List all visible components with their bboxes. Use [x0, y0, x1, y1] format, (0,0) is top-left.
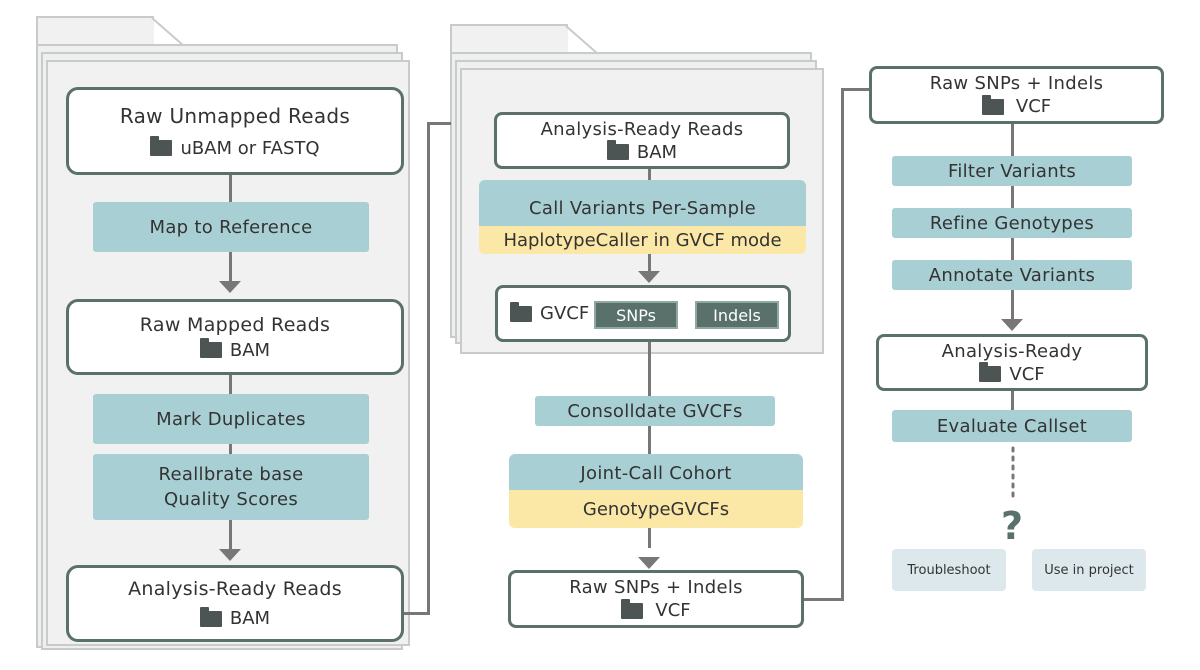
analysis-ready-reads-node: Analysis-Ready Reads BAM	[66, 565, 404, 642]
step-label: Filter Variants	[947, 160, 1077, 182]
troubleshoot-button[interactable]: Troubleshoot	[892, 549, 1006, 591]
arrow-down-icon	[638, 557, 660, 569]
question-mark-icon: ?	[1001, 504, 1024, 548]
connector-line	[1011, 186, 1014, 208]
map-to-reference-step: Map to Reference	[93, 202, 369, 252]
folder-icon	[621, 598, 644, 619]
node-title: Raw Unmapped Reads	[119, 103, 351, 128]
node-title: Analysis-Ready	[941, 340, 1083, 362]
node-format: BAM	[636, 141, 678, 163]
analysis-ready-reads-node: Analysis-Ready Reads BAM	[494, 112, 790, 169]
node-format: VCF	[1009, 363, 1045, 385]
step-label: Call Variants Per-Sample	[529, 197, 756, 219]
step-label: Refine Genotypes	[929, 212, 1095, 234]
connector-line	[648, 253, 651, 273]
connector-line	[229, 172, 232, 202]
refine-genotypes-step: Refine Genotypes	[892, 208, 1132, 238]
step-label: Consolldate GVCFs	[567, 400, 743, 422]
connector-line	[229, 520, 232, 550]
step-label: Joint-Call Cohort	[580, 462, 732, 484]
node-title: Analysis-Ready Reads	[540, 118, 744, 140]
node-title: Raw SNPs + Indels	[929, 73, 1104, 94]
node-title: Analysis-Ready Reads	[128, 578, 342, 600]
chip-label: Indels	[713, 305, 761, 325]
node-format: VCF	[1015, 96, 1052, 117]
filter-variants-step: Filter Variants	[892, 156, 1132, 186]
connector-line	[802, 598, 844, 601]
arrow-down-icon	[219, 281, 241, 293]
node-title: Raw Mapped Reads	[139, 313, 331, 336]
connector-line	[229, 372, 232, 394]
connector-line	[229, 444, 232, 454]
folder-tab	[36, 16, 154, 46]
connector-line	[427, 122, 451, 125]
haplotypecaller-tool: HaplotypeCaller in GVCF mode	[479, 226, 806, 254]
connector-line	[404, 612, 430, 615]
snps-chip: SNPs	[594, 301, 678, 329]
connector-line	[1011, 238, 1014, 260]
connector-line	[1011, 290, 1014, 320]
connector-line	[427, 122, 430, 615]
node-format: uBAM or FASTQ	[180, 137, 320, 159]
node-title: Raw SNPs + Indels	[569, 577, 743, 598]
call-variants-step: Call Variants Per-Sample	[479, 180, 806, 228]
raw-snps-indels-node: Raw SNPs + Indels VCF	[508, 570, 804, 628]
tool-label: HaplotypeCaller in GVCF mode	[503, 229, 782, 251]
step-label-line2: Quality Scores	[163, 489, 299, 510]
node-format: GVCF	[540, 303, 590, 324]
evaluate-callset-step: Evaluate Callset	[892, 410, 1132, 442]
use-in-project-button[interactable]: Use in project	[1032, 549, 1146, 591]
dotted-connector	[1011, 446, 1015, 504]
arrow-down-icon	[638, 271, 660, 283]
analysis-ready-vcf-node: Analysis-Ready VCF	[876, 334, 1148, 391]
node-format: BAM	[229, 339, 271, 361]
raw-snps-indels-node: Raw SNPs + Indels VCF	[869, 66, 1164, 124]
connector-line	[1011, 123, 1014, 156]
arrow-down-icon	[1001, 319, 1023, 331]
folder-icon	[510, 301, 532, 322]
arrow-down-icon	[219, 549, 241, 561]
folder-icon	[199, 606, 222, 627]
folder-icon	[150, 136, 173, 156]
tool-label: GenotypeGVCFs	[582, 498, 730, 520]
node-format: BAM	[229, 608, 271, 629]
annotate-variants-step: Annotate Variants	[892, 260, 1132, 290]
step-label: Annotate Variants	[928, 264, 1096, 286]
step-label-line1: Reallbrate base	[158, 464, 304, 485]
folder-icon	[199, 338, 222, 358]
connector-line	[648, 528, 651, 548]
recalibrate-base-quality-step: Reallbrate base Quality Scores	[93, 454, 369, 520]
button-label: Troubleshoot	[907, 562, 991, 578]
connector-line	[1011, 390, 1014, 410]
genotypegvcfs-tool: GenotypeGVCFs	[509, 490, 803, 528]
node-format: VCF	[655, 600, 691, 621]
joint-call-cohort-step: Joint-Call Cohort	[509, 454, 803, 492]
raw-mapped-reads-node: Raw Mapped Reads BAM	[66, 299, 404, 375]
step-label: Mark Duplicates	[156, 408, 306, 430]
connector-line	[648, 340, 651, 396]
mark-duplicates-step: Mark Duplicates	[93, 394, 369, 444]
raw-unmapped-reads-node: Raw Unmapped Reads uBAM or FASTQ	[66, 87, 404, 175]
indels-chip: Indels	[695, 301, 779, 329]
consolidate-gvcfs-step: Consolldate GVCFs	[535, 396, 775, 426]
connector-line	[648, 426, 651, 454]
step-label: Evaluate Callset	[936, 415, 1088, 437]
folder-icon	[606, 140, 629, 160]
folder-icon	[979, 362, 1002, 382]
connector-line	[841, 88, 869, 91]
button-label: Use in project	[1044, 562, 1134, 578]
folder-icon	[981, 94, 1004, 115]
connector-line	[648, 166, 651, 180]
chip-label: SNPs	[616, 305, 656, 325]
connector-line	[841, 88, 844, 601]
folder-tab	[450, 24, 568, 54]
step-label: Map to Reference	[149, 216, 313, 238]
connector-line	[229, 252, 232, 282]
